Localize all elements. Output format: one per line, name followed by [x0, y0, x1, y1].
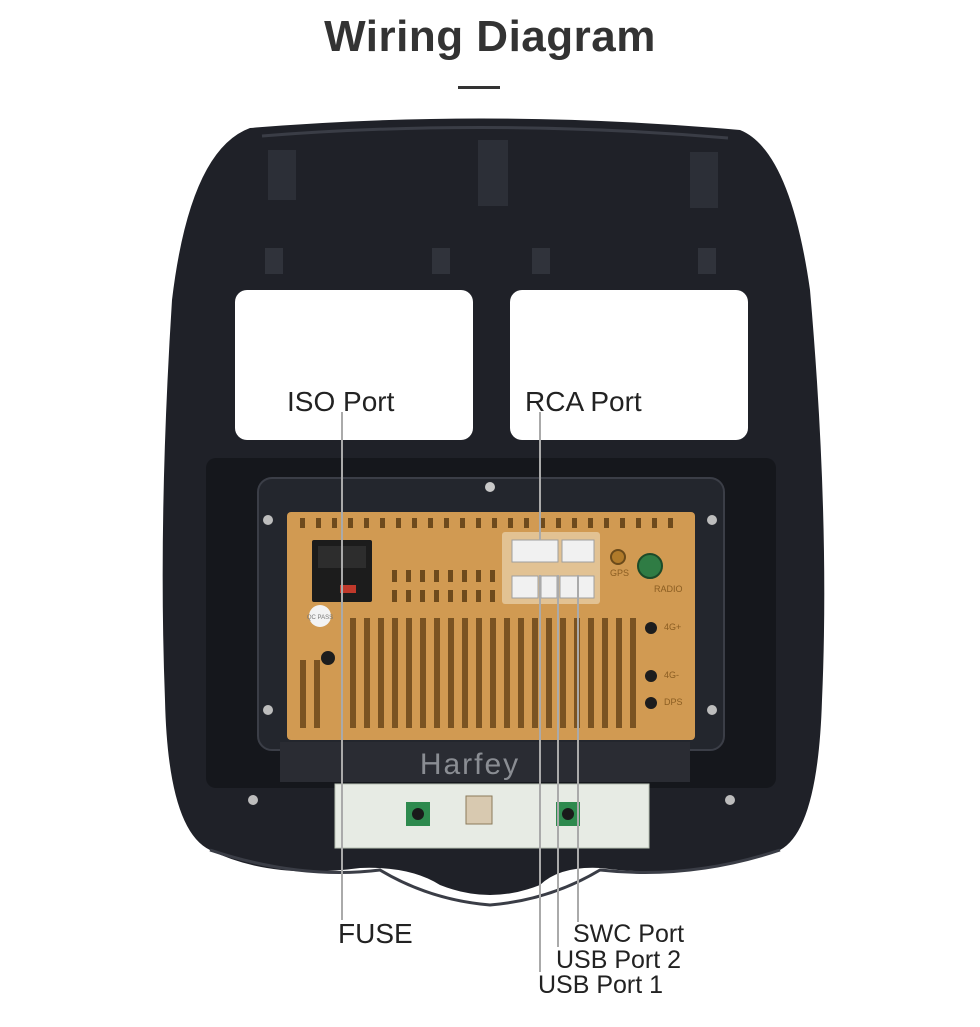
screw-top: [485, 482, 495, 492]
usb-port-2-label: USB Port 2: [556, 946, 682, 974]
usb-port-2-socket: [540, 575, 558, 599]
pcb-screw-right: [725, 795, 735, 805]
dps-marking: DPS: [664, 697, 683, 707]
4g-plus-marking: 4G+: [664, 622, 681, 632]
4g-minus-marking: 4G-: [664, 670, 679, 680]
tab-4: [698, 248, 716, 274]
tab-1: [265, 248, 283, 274]
swc-port-label: SWC Port: [573, 920, 685, 948]
control-pcb: [334, 783, 650, 849]
dps-jack: [645, 697, 657, 709]
pcb-connector: [465, 795, 493, 825]
clip-center: [478, 140, 508, 206]
screw-tr: [707, 515, 717, 525]
gps-jack: [610, 549, 626, 565]
bezel-top-ridge: [261, 125, 729, 140]
qc-sticker-text: QC PASS: [307, 615, 333, 621]
pcb-screw-left: [248, 795, 258, 805]
title-underline: [458, 86, 500, 89]
rca-port-label: RCA Port: [525, 386, 642, 417]
radio-marking: RADIO: [654, 584, 683, 594]
clip-left: [268, 150, 296, 200]
rca-connector-1: [511, 539, 559, 563]
page-title: Wiring Diagram: [324, 12, 656, 61]
clip-right: [690, 152, 718, 208]
vent-opening-left: [235, 290, 473, 440]
pcb-knob-left-center: [412, 808, 424, 820]
casing-hole-lower: [321, 651, 335, 665]
4g-plus-jack: [645, 622, 657, 634]
qc-sticker: [309, 605, 331, 627]
pcb-knob-right-center: [562, 808, 574, 820]
harfey-watermark: Harfey: [420, 748, 520, 781]
casing-top-slots: [300, 518, 673, 528]
radio-jack: [637, 553, 663, 579]
screw-br: [707, 705, 717, 715]
rca-connector-2: [561, 539, 595, 563]
4g-minus-jack: [645, 670, 657, 682]
iso-port-label: ISO Port: [287, 386, 395, 417]
screw-tl: [263, 515, 273, 525]
vent-opening-right: [510, 290, 748, 440]
usb-port-1-socket: [511, 575, 539, 599]
bezel-lower-lip: [209, 848, 781, 907]
gps-marking: GPS: [610, 568, 629, 578]
tab-2: [432, 248, 450, 274]
watermark-strip: [280, 742, 690, 782]
casing-mid-slots: [392, 570, 495, 602]
usb-port-1-label: USB Port 1: [538, 971, 664, 999]
fuse-block: [340, 585, 356, 593]
tab-3: [532, 248, 550, 274]
screw-bl: [263, 705, 273, 715]
fuse-label: FUSE: [338, 918, 413, 949]
